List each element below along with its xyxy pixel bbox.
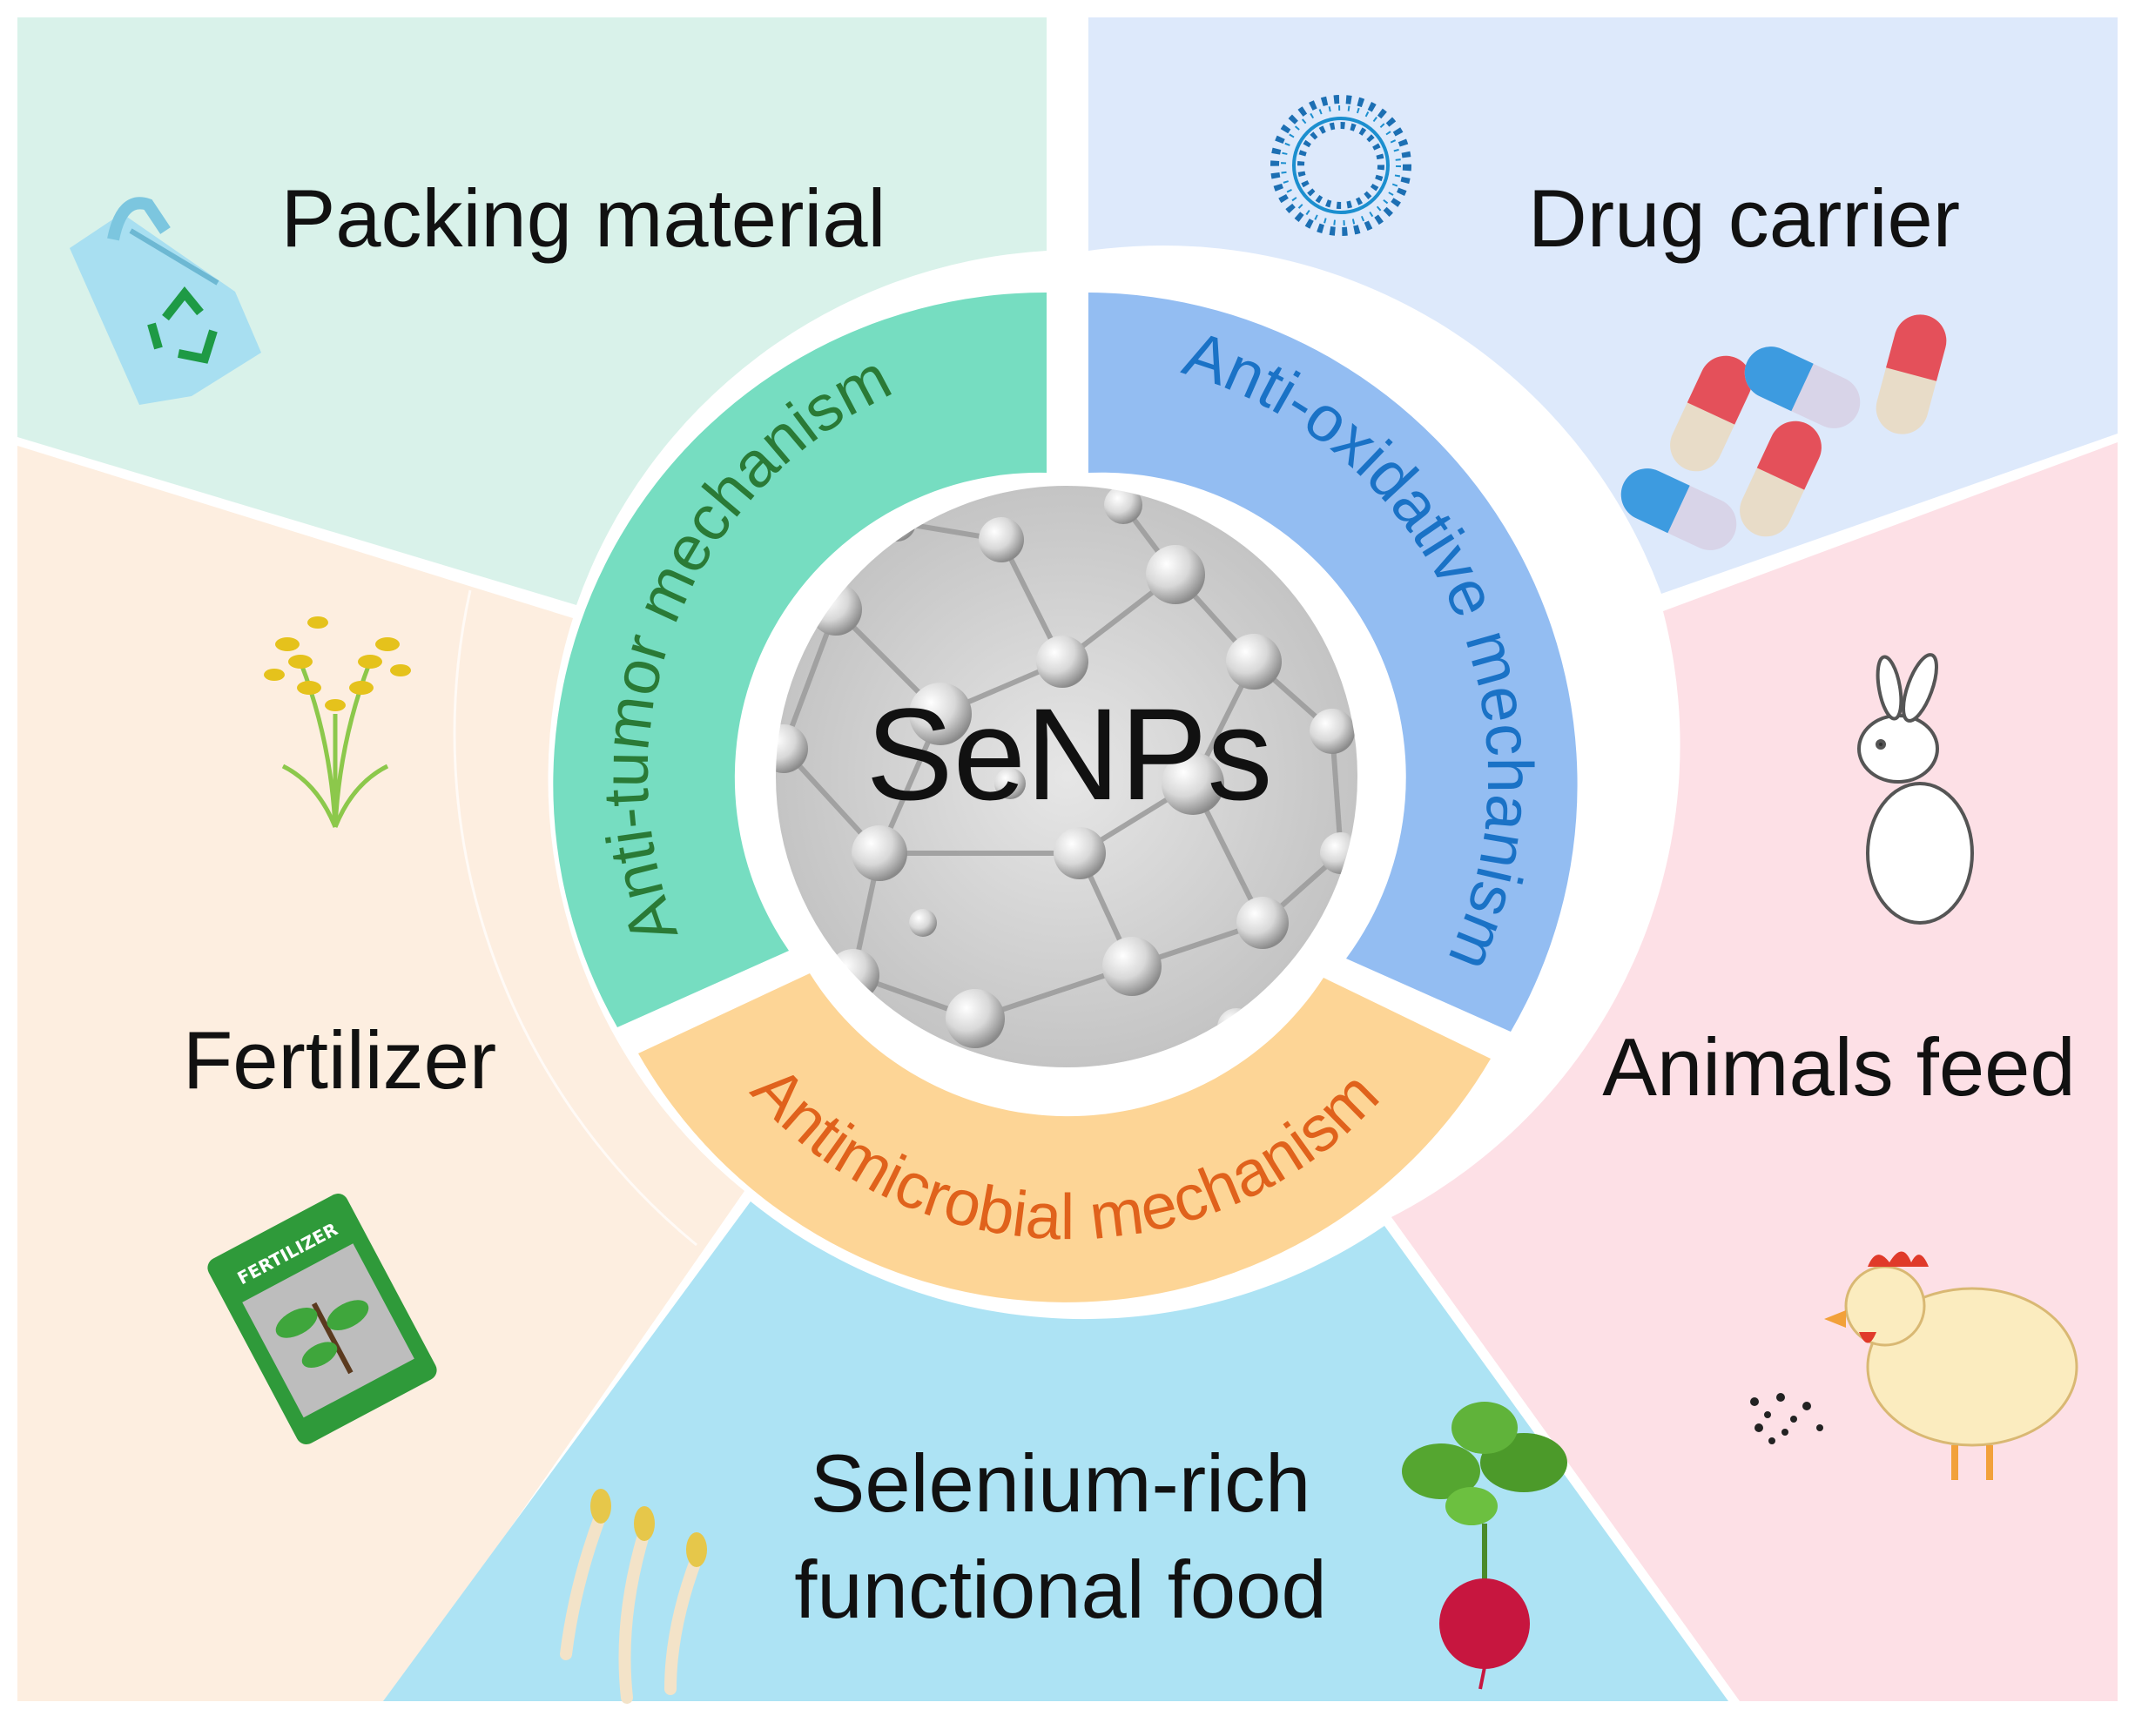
radish-icon [1402,1402,1567,1690]
rabbit-icon [1857,653,1974,925]
feed-grain-icon [1750,1393,1823,1444]
fertilizer-sector [17,446,744,1701]
senps-title: SeNPs [866,681,1273,827]
liposome-icon [1270,95,1411,236]
drug-carrier-label: Drug carrier [1528,172,1960,264]
recycle-bag-icon [70,197,261,405]
food-label-line1: Selenium-rich [811,1437,1311,1529]
animals-feed-label: Animals feed [1602,1021,2075,1113]
antimicrobial-band [638,973,1491,1302]
capsule-icon [1620,314,1947,550]
fertilizer-bag-icon: FERTILIZER [207,1194,437,1444]
chicken-icon [1824,1251,2078,1480]
senps-center-image [769,479,1364,1074]
rice-plant-icon [264,616,411,828]
sprout-icon [560,1489,707,1704]
anti-oxidative-band [1088,293,1578,1032]
packing-sector [17,17,1047,605]
fertilizer-sector-divider [453,589,697,1247]
food-sector [383,1201,1728,1701]
drug-sector [1088,17,2118,594]
packing-material-label: Packing material [281,172,886,264]
fertilizer-label: Fertilizer [183,1014,496,1106]
anti-tumor-band [553,292,1047,1027]
food-label-line2: functional food [794,1544,1326,1635]
mechanism-ring [553,292,1578,1302]
